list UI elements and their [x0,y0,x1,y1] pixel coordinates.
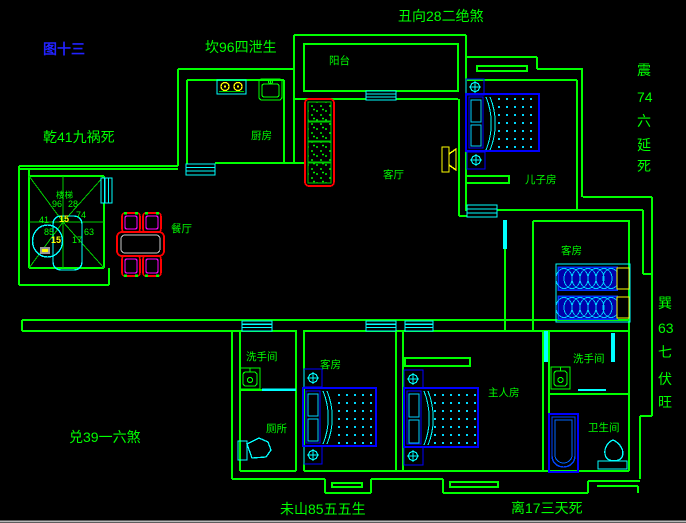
annotation-southwest: 兑39一六煞 [69,429,141,445]
compass-label: 楼梯 [56,190,74,200]
room-label-wash-left: 洗手间 [246,350,278,363]
svg-text:七: 七 [658,344,672,360]
annotation-southeast: 巽 63 七 伏 旺 [658,295,674,410]
tv [441,146,457,173]
sink-right [550,366,571,390]
compass-fixtures [31,215,83,271]
svg-text:死: 死 [637,158,651,174]
svg-text:63: 63 [84,227,94,237]
svg-text:延: 延 [637,137,651,153]
compass-rays [28,175,105,269]
page-title: 图十三 [43,41,85,57]
windows [100,90,498,332]
toilet-left [237,437,272,461]
toilet-right [597,439,628,470]
room-label-son: 儿子房 [525,173,557,186]
labels: 图十三 坎96四泄生 丑向28二绝煞 乾41九祸死 兑39一六煞 未山85五五生… [39,8,674,517]
svg-text:六: 六 [637,113,651,129]
compass-highlight: 15 [51,235,61,245]
room-label-dining: 餐厅 [171,222,192,235]
center-bed [302,368,377,465]
annotation-north: 坎96四泄生 [205,39,277,55]
room-label-balcony: 阳台 [329,54,350,67]
annotation-northeast: 丑向28二绝煞 [398,8,484,24]
svg-text:96: 96 [52,199,62,209]
svg-text:74: 74 [76,210,86,220]
svg-text:28: 28 [68,199,78,209]
room-label-wash-right: 洗手间 [573,352,605,365]
room-label-guest-top: 客房 [561,244,582,257]
dining-table [116,212,165,278]
guest-twin-beds [555,263,631,323]
room-label-toilet: 厕所 [266,423,287,435]
svg-text:17: 17 [72,235,82,245]
room-label-living: 客厅 [383,168,404,181]
doors [262,220,615,391]
annotation-east: 震 74 六 延 死 [637,62,653,174]
bathtub [548,413,579,473]
sink-left [239,367,261,390]
kitchen-sink [258,78,283,101]
svg-text:74: 74 [637,89,653,105]
svg-text:伏: 伏 [658,371,672,387]
annotation-south-left: 未山85五五生 [280,501,366,517]
sofa [304,98,335,187]
svg-text:旺: 旺 [658,394,672,410]
room-label-master: 主人房 [488,386,520,399]
svg-text:85: 85 [44,227,54,237]
svg-text:41: 41 [39,215,49,225]
annotation-west: 乾41九祸死 [43,129,115,145]
compass-numbers: 楼梯 96 28 41 74 85 63 17 15 15 [39,190,94,245]
master-bed [403,369,479,466]
annotation-south-right: 离17三天死 [511,500,583,516]
svg-text:巽: 巽 [658,295,672,311]
room-label-guest-mid: 客房 [320,358,341,371]
room-label-bath: 卫生间 [588,421,620,434]
room-label-kitchen: 厨房 [251,129,272,142]
stove [216,79,247,95]
son-bed [465,78,540,170]
svg-text:震: 震 [637,62,651,78]
compass-highlight: 15 [59,214,69,224]
svg-text:63: 63 [658,320,674,336]
